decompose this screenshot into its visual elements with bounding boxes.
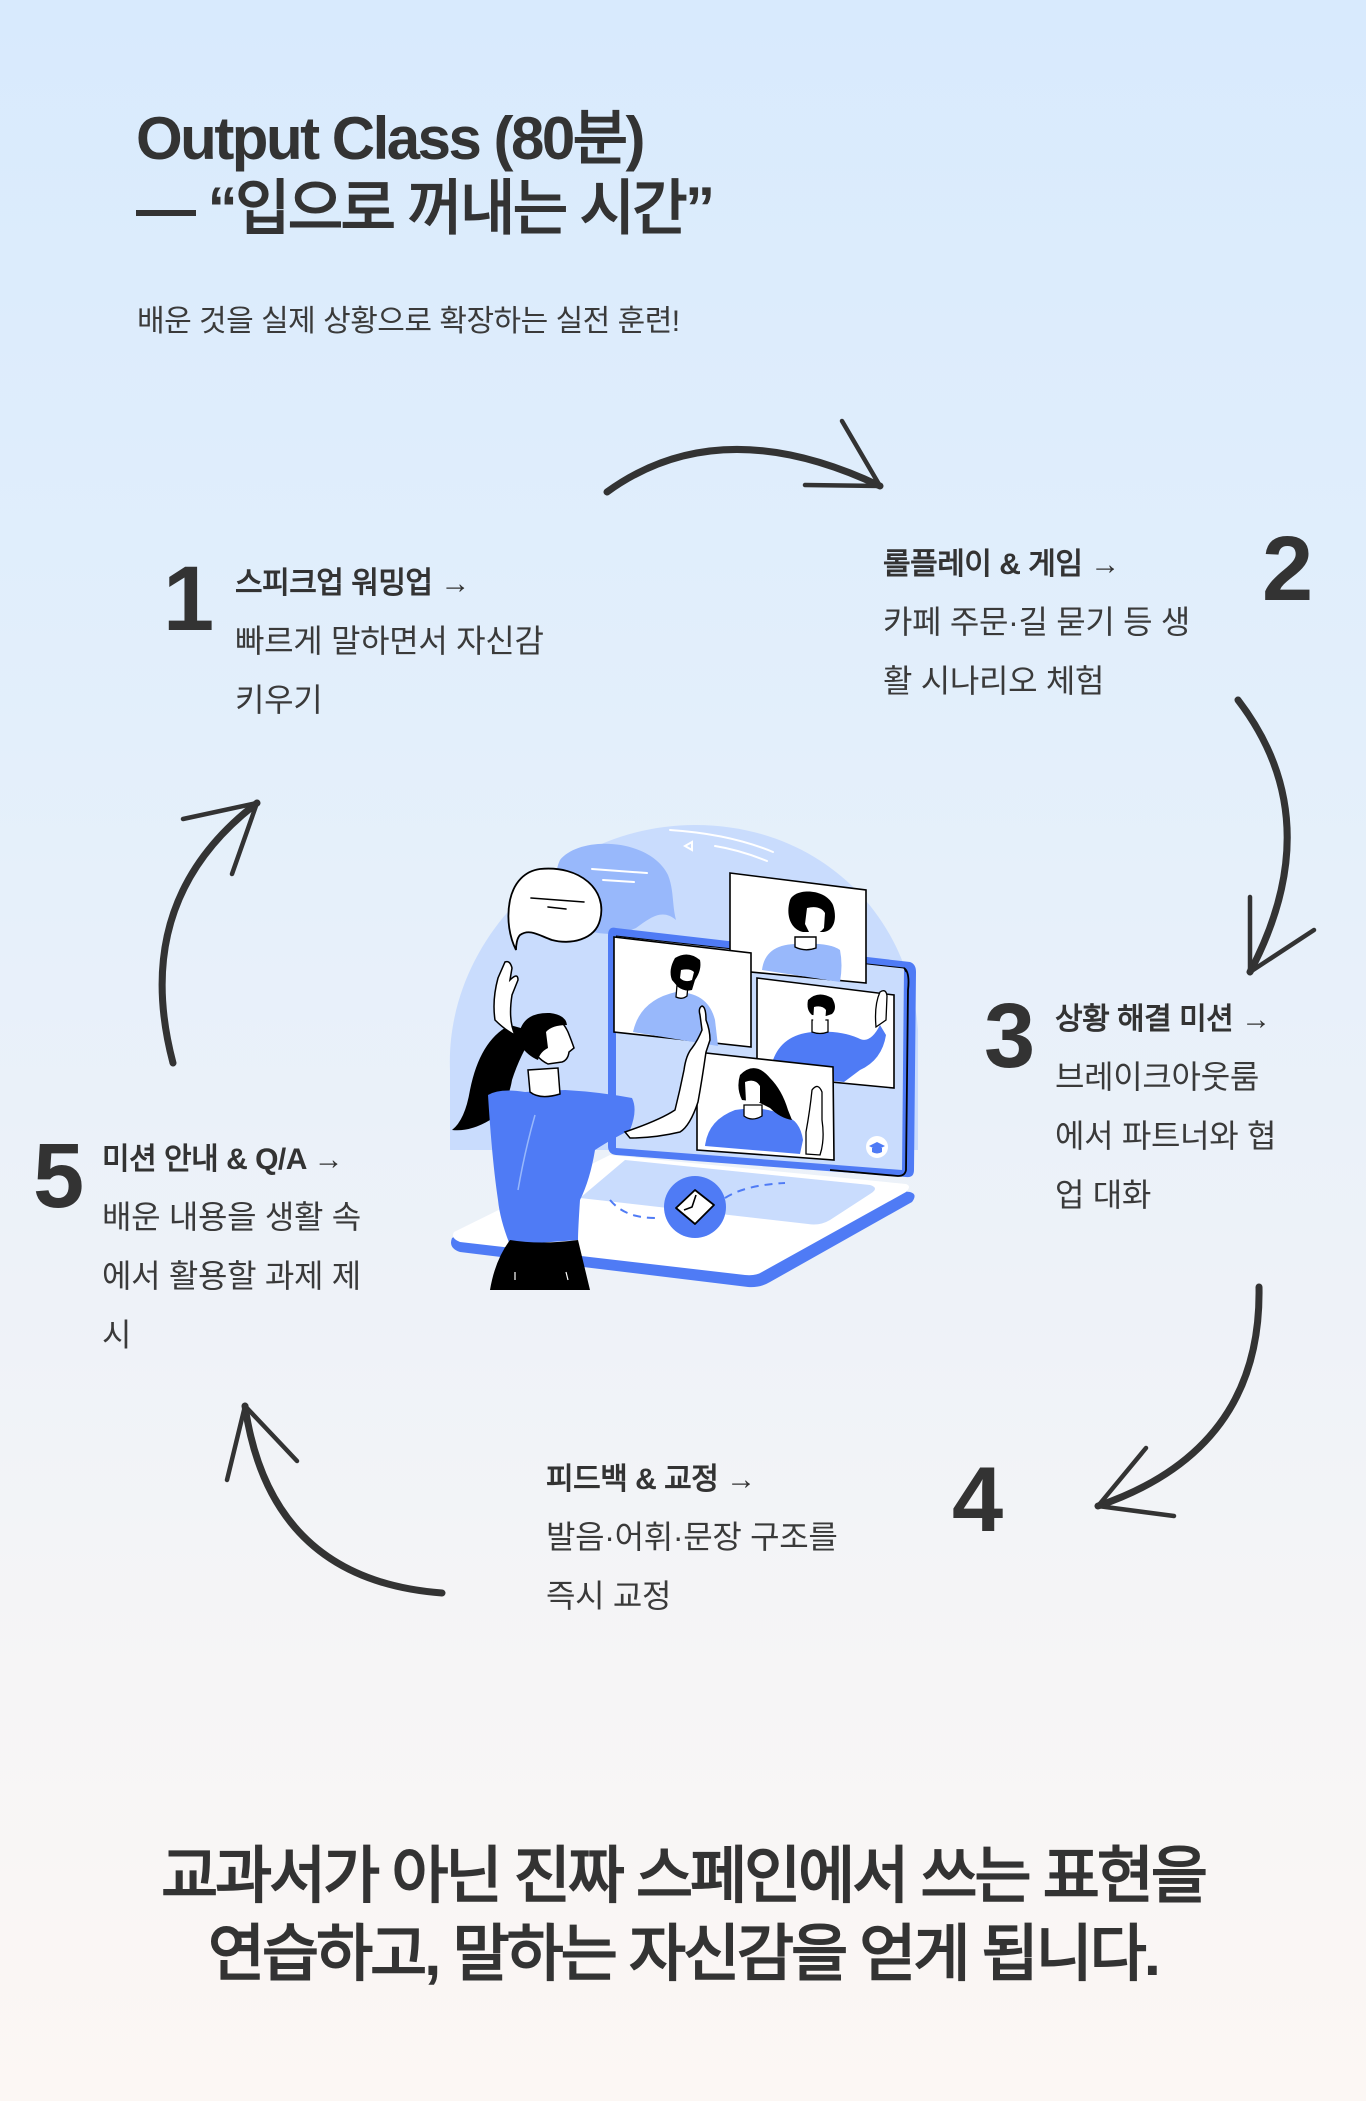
step-3-desc-line: 업 대화 xyxy=(1055,1177,1152,1213)
envelope-icon xyxy=(664,1176,726,1238)
step-1: 스피크업 워밍업 → 빠르게 말하면서 자신감 키우기 xyxy=(235,564,544,730)
closing-line-1: 교과서가 아닌 진짜 스페인에서 쓰는 표현을 xyxy=(161,1842,1208,1911)
step-1-description: 빠르게 말하면서 자신감 키우기 xyxy=(235,612,544,730)
arrow-5-to-1-icon xyxy=(158,799,261,1067)
step-4-desc-line: 즉시 교정 xyxy=(546,1578,672,1614)
decorative-lines xyxy=(669,829,774,862)
step-4: 피드백 & 교정 → 발음·어휘·문장 구조를 즉시 교정 xyxy=(546,1460,838,1626)
arrow-2-to-3-icon xyxy=(1234,696,1317,976)
step-2: 롤플레이 & 게임 → 카페 주문·길 묻기 등 생 활 시나리오 체험 xyxy=(883,545,1190,711)
step-3-number: 3 xyxy=(984,985,1035,1087)
step-1-number: 1 xyxy=(163,548,214,650)
step-4-desc-line: 발음·어휘·문장 구조를 xyxy=(546,1519,838,1555)
arrow-4-to-5-icon xyxy=(224,1402,446,1597)
step-3-desc-line: 브레이크아웃룸 xyxy=(1055,1059,1259,1095)
step-5-title: 미션 안내 & Q/A → xyxy=(102,1143,344,1176)
step-5-desc-line: 배운 내용을 생활 속 xyxy=(102,1199,361,1235)
title-line-1: Output Class (80분) xyxy=(136,105,645,172)
arrow-3-to-4-icon xyxy=(1094,1283,1263,1519)
step-3: 상황 해결 미션 → 브레이크아웃룸 에서 파트너와 협 업 대화 xyxy=(1055,1000,1276,1225)
step-5: 미션 안내 & Q/A → 배운 내용을 생활 속 에서 활용할 과제 제 시 xyxy=(102,1140,361,1365)
speech-bubble-icon xyxy=(507,867,603,951)
step-3-description: 브레이크아웃룸 에서 파트너와 협 업 대화 xyxy=(1055,1048,1276,1225)
page-title: Output Class (80분) — “입으로 꺼내는 시간” xyxy=(136,104,715,244)
subtitle: 배운 것을 실제 상황으로 확장하는 실전 훈련! xyxy=(137,305,680,338)
closing-message: 교과서가 아닌 진짜 스페인에서 쓰는 표현을 연습하고, 말하는 자신감을 얻… xyxy=(0,1838,1366,1994)
video-call-illustration xyxy=(449,825,918,1290)
step-1-title: 스피크업 워밍업 → xyxy=(235,567,470,600)
step-3-title: 상황 해결 미션 → xyxy=(1055,1003,1271,1036)
arrow-1-to-2-icon xyxy=(603,418,884,496)
step-3-desc-line: 에서 파트너와 협 xyxy=(1055,1118,1277,1154)
step-2-desc-line: 카페 주문·길 묻기 등 생 xyxy=(883,604,1190,640)
woman-hair-icon xyxy=(520,1012,567,1060)
step-2-description: 카페 주문·길 묻기 등 생 활 시나리오 체험 xyxy=(883,593,1190,711)
step-2-number: 2 xyxy=(1262,518,1313,620)
participant-tile xyxy=(729,872,867,984)
step-5-description: 배운 내용을 생활 속 에서 활용할 과제 제 시 xyxy=(102,1188,361,1365)
step-2-desc-line: 활 시나리오 체험 xyxy=(883,663,1105,699)
woman-figure xyxy=(452,960,711,1290)
step-1-desc-line: 키우기 xyxy=(235,682,323,718)
step-4-description: 발음·어휘·문장 구조를 즉시 교정 xyxy=(546,1508,838,1626)
step-4-number: 4 xyxy=(952,1449,1003,1551)
step-5-desc-line: 에서 활용할 과제 제 xyxy=(102,1258,361,1294)
title-line-2: — “입으로 꺼내는 시간” xyxy=(136,175,715,242)
step-4-title: 피드백 & 교정 → xyxy=(546,1463,756,1496)
participant-tile xyxy=(613,936,752,1048)
step-5-number: 5 xyxy=(33,1125,84,1227)
participant-tile xyxy=(756,977,895,1089)
step-2-title: 롤플레이 & 게임 → xyxy=(883,548,1120,581)
closing-line-2: 연습하고, 말하는 자신감을 얻게 됩니다. xyxy=(208,1920,1161,1989)
participant-tile xyxy=(696,1051,835,1161)
step-5-desc-line: 시 xyxy=(102,1317,132,1353)
graduation-cap-icon xyxy=(866,1136,888,1158)
step-1-desc-line: 빠르게 말하면서 자신감 xyxy=(235,623,544,659)
